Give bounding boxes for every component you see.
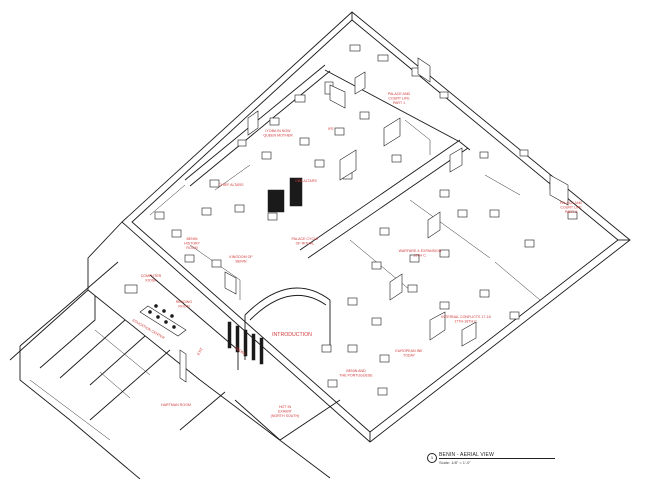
label-exit: EXIT bbox=[196, 346, 204, 356]
entry-pillars bbox=[227, 177, 303, 365]
label-oba-altars: OBA ALTARS bbox=[295, 179, 317, 183]
left-wing-walls bbox=[9, 221, 341, 479]
title-underline bbox=[439, 458, 555, 459]
label-hartman-room: HARTMAN ROOM bbox=[161, 403, 191, 407]
label-ebony: EBONY bbox=[234, 346, 247, 357]
display-cases bbox=[124, 44, 578, 396]
label-introduction: INTRODUCTION bbox=[272, 332, 312, 338]
drawing-title-block: 1 BENIN - AERIAL VIEW Scale: 1/8" = 1'-0… bbox=[427, 451, 577, 471]
drawing-title: BENIN - AERIAL VIEW bbox=[439, 452, 495, 458]
reading-room-table bbox=[139, 304, 187, 337]
label-chief-altars: CHIEF ALTARS bbox=[218, 183, 244, 187]
wall-panels bbox=[179, 57, 569, 383]
label-ife: IFE bbox=[328, 127, 334, 131]
drawing-number: 1 bbox=[427, 453, 437, 463]
outer-walls bbox=[121, 11, 631, 443]
drawing-scale: Scale: 1/8" = 1'-0" bbox=[439, 460, 471, 465]
